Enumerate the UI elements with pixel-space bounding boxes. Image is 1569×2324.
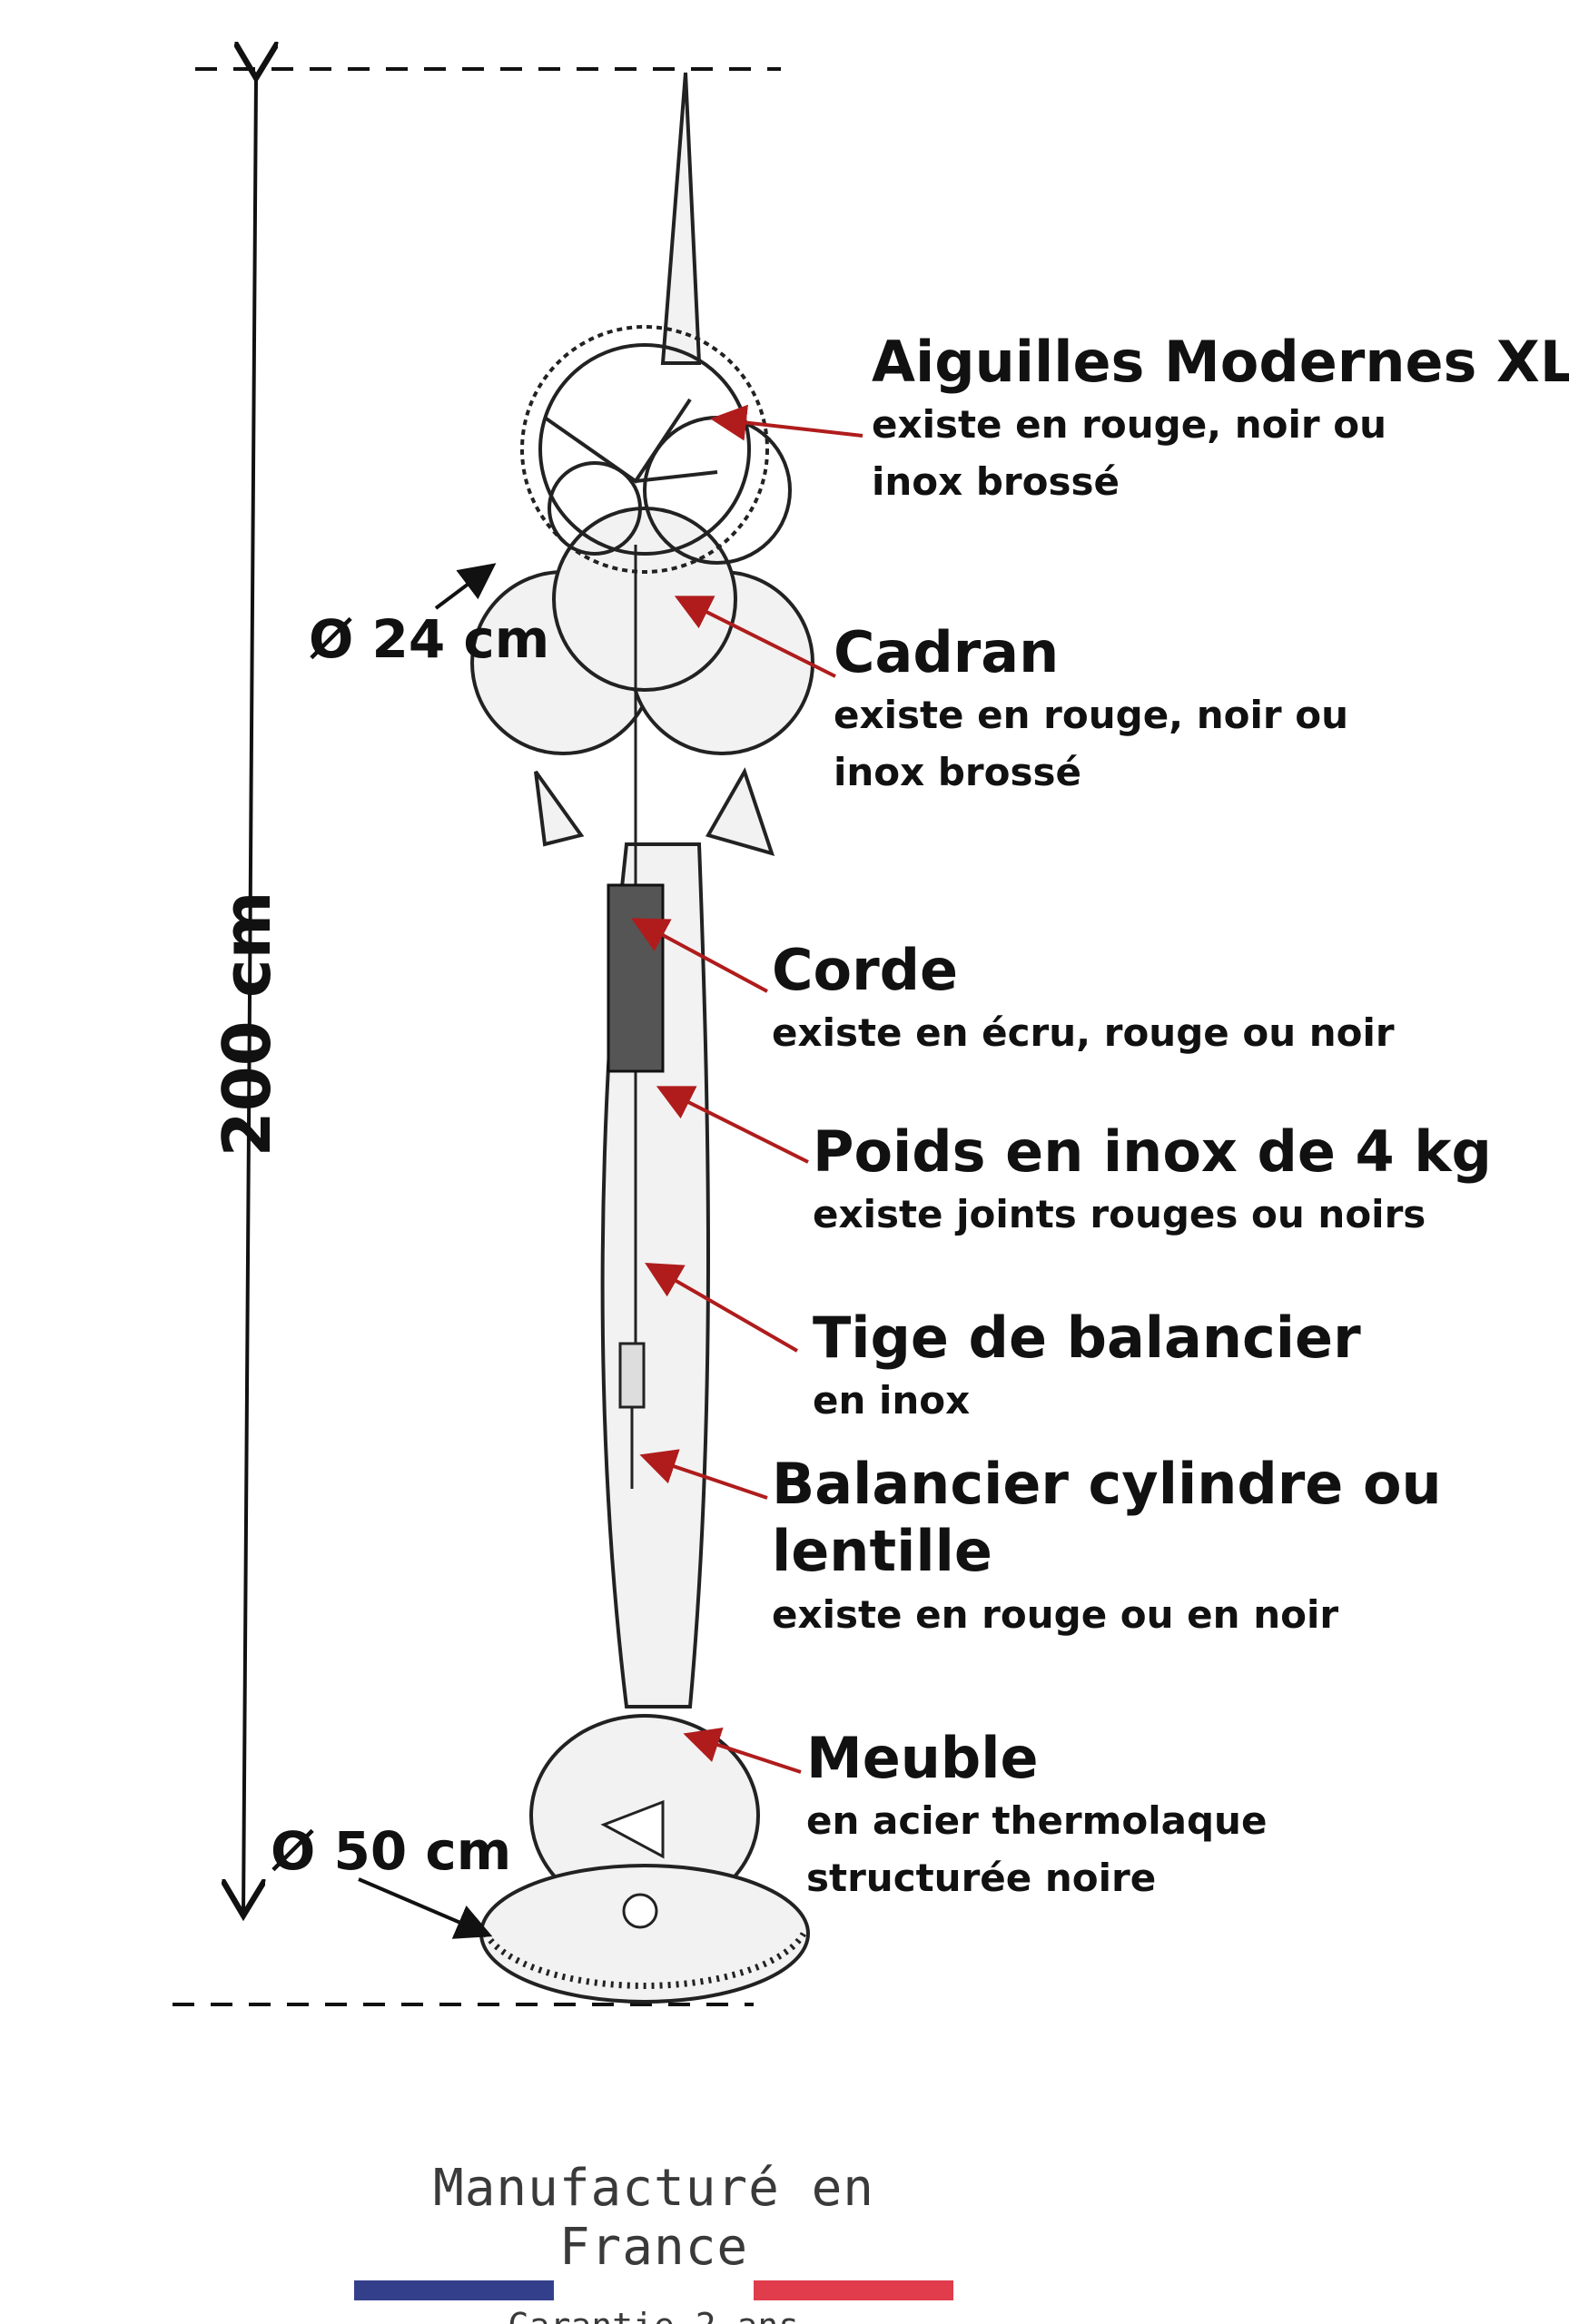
flag-bar-red [754,2280,953,2300]
callout-aiguilles: Aiguilles Modernes XL existe en rouge, n… [872,329,1569,510]
base-diameter-label: Ø 50 cm [271,1820,512,1882]
callout-meuble-title: Meuble [806,1725,1039,1791]
callout-tige-title: Tige de balancier [813,1305,1361,1371]
callout-cadran-line-1: existe en rouge, noir ou [834,693,1348,738]
arrow-cadran [674,596,836,678]
callout-balancier-title: Balancier cylindre ou [772,1451,1442,1517]
weight-cylinder [607,883,665,1073]
callout-cadran-line-2: inox brossé [834,750,1081,795]
callout-meuble: Meuble en acier thermolaque structurée n… [806,1725,1267,1906]
arrow-aiguilles [710,404,863,441]
arrow-tige [645,1262,799,1353]
callout-balancier-title-2: lentille [772,1518,992,1585]
footer-brand: Manufacturé en France [432,2159,874,2277]
pendulum-bob [618,1342,646,1409]
arrow-corde [630,918,768,993]
footer-warranty: Garantie 2 ans [354,2306,953,2324]
base-diameter-arrow [358,1877,493,1939]
callout-poids-line-1: existe joints rouges ou noirs [813,1192,1426,1237]
callout-aiguilles-line-2: inox brossé [872,459,1120,505]
callout-aiguilles-line-1: existe en rouge, noir ou [872,402,1386,448]
callout-tige-line-1: en inox [813,1378,971,1423]
arrow-poids [656,1086,809,1164]
flag-bar-blue [354,2280,554,2300]
callout-poids-title: Poids en inox de 4 kg [813,1118,1492,1185]
callout-corde-line-1: existe en écru, rouge ou noir [772,1010,1395,1056]
callout-balancier-line-1: existe en rouge ou en noir [772,1591,1339,1637]
dial-diameter-arrow [434,563,497,610]
height-dimension-arrow [243,78,256,1915]
callout-meuble-line-1: en acier thermolaque [806,1798,1268,1844]
callout-meuble-line-2: structurée noire [806,1856,1157,1901]
base-gear-window [600,1799,665,1929]
arrow-balancier [639,1449,768,1500]
dial-diameter-label: Ø 24 cm [309,608,550,670]
flag-bars [354,2280,953,2300]
callout-corde-title: Corde [772,937,959,1003]
callout-cadran: Cadran existe en rouge, noir ou inox bro… [834,619,1348,801]
callout-poids: Poids en inox de 4 kg existe joints roug… [813,1118,1492,1243]
height-dimension-label: 200 cm [209,891,285,1157]
base-gear-teeth [482,1932,807,1989]
callout-corde: Corde existe en écru, rouge ou noir [772,937,1395,1061]
callout-arrows [630,404,863,1774]
callout-tige: Tige de balancier en inox [813,1305,1361,1429]
footer-made-in-france: Manufacturé en France Garantie 2 ans [354,2159,953,2324]
arrow-meuble [683,1727,802,1774]
callout-aiguilles-title: Aiguilles Modernes XL [872,329,1569,395]
callout-cadran-title: Cadran [834,619,1060,685]
callout-balancier: Balancier cylindre ou lentille existe en… [772,1451,1442,1643]
